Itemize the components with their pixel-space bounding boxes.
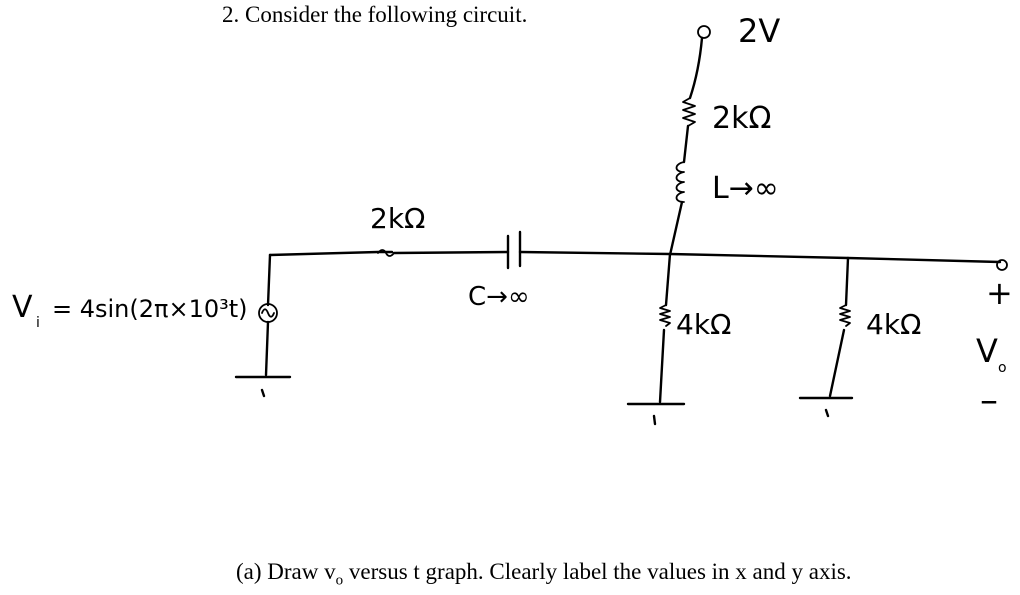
ground-middle [626,402,686,426]
shunt-resistor-2-label: 4kΩ [866,308,921,341]
shunt-2-wire-bottom [828,328,846,398]
supply-terminal [697,25,711,39]
source-wire-top [266,253,272,307]
output-minus-label: – [980,380,998,421]
question-part-a: (a) Draw vo versus t graph. Clearly labe… [236,559,852,590]
source-wire-bottom [264,320,270,377]
top-resistor-label: 2kΩ [712,101,771,136]
ground-right [798,396,854,418]
output-label-sub: o [998,360,1007,376]
main-wire-left [268,250,394,257]
top-resistor [682,97,696,127]
shunt-2-wire-top [844,256,850,307]
supply-label: 2V [738,12,780,50]
question-part-a-suffix: versus t graph. Clearly label the values… [343,559,852,584]
question-part-a-prefix: (a) Draw v [236,559,336,584]
series-resistor-label: 2kΩ [370,202,425,235]
source-label-expr: = 4sin(2π×10³t) [52,295,248,323]
source-label-sub: i [36,315,40,331]
series-resistor [377,249,395,257]
main-wire-right [518,250,1002,264]
inductor [675,161,685,203]
capacitor [506,230,522,270]
main-wire-to-cap [392,250,510,255]
shunt-1-wire-bottom [658,328,666,404]
output-terminal-plus [996,259,1008,271]
shunt-resistor-1 [659,304,671,327]
node-wire-vertical [668,200,684,257]
inductor-label: L→∞ [712,171,779,206]
source-label-v: V [12,290,33,325]
shunt-resistor-1-label: 4kΩ [676,308,731,341]
ground-left [234,375,292,398]
question-title: 2. Consider the following circuit. [222,2,528,27]
shunt-resistor-2 [839,304,851,327]
output-plus-label: + [986,274,1013,312]
question-part-a-sub: o [335,572,344,589]
source-sine-icon [261,308,275,318]
capacitor-label: C→∞ [468,282,530,312]
supply-wire-2 [682,124,690,164]
output-label-v: V [976,332,998,370]
supply-wire [688,36,704,100]
shunt-1-wire-top [664,252,672,307]
